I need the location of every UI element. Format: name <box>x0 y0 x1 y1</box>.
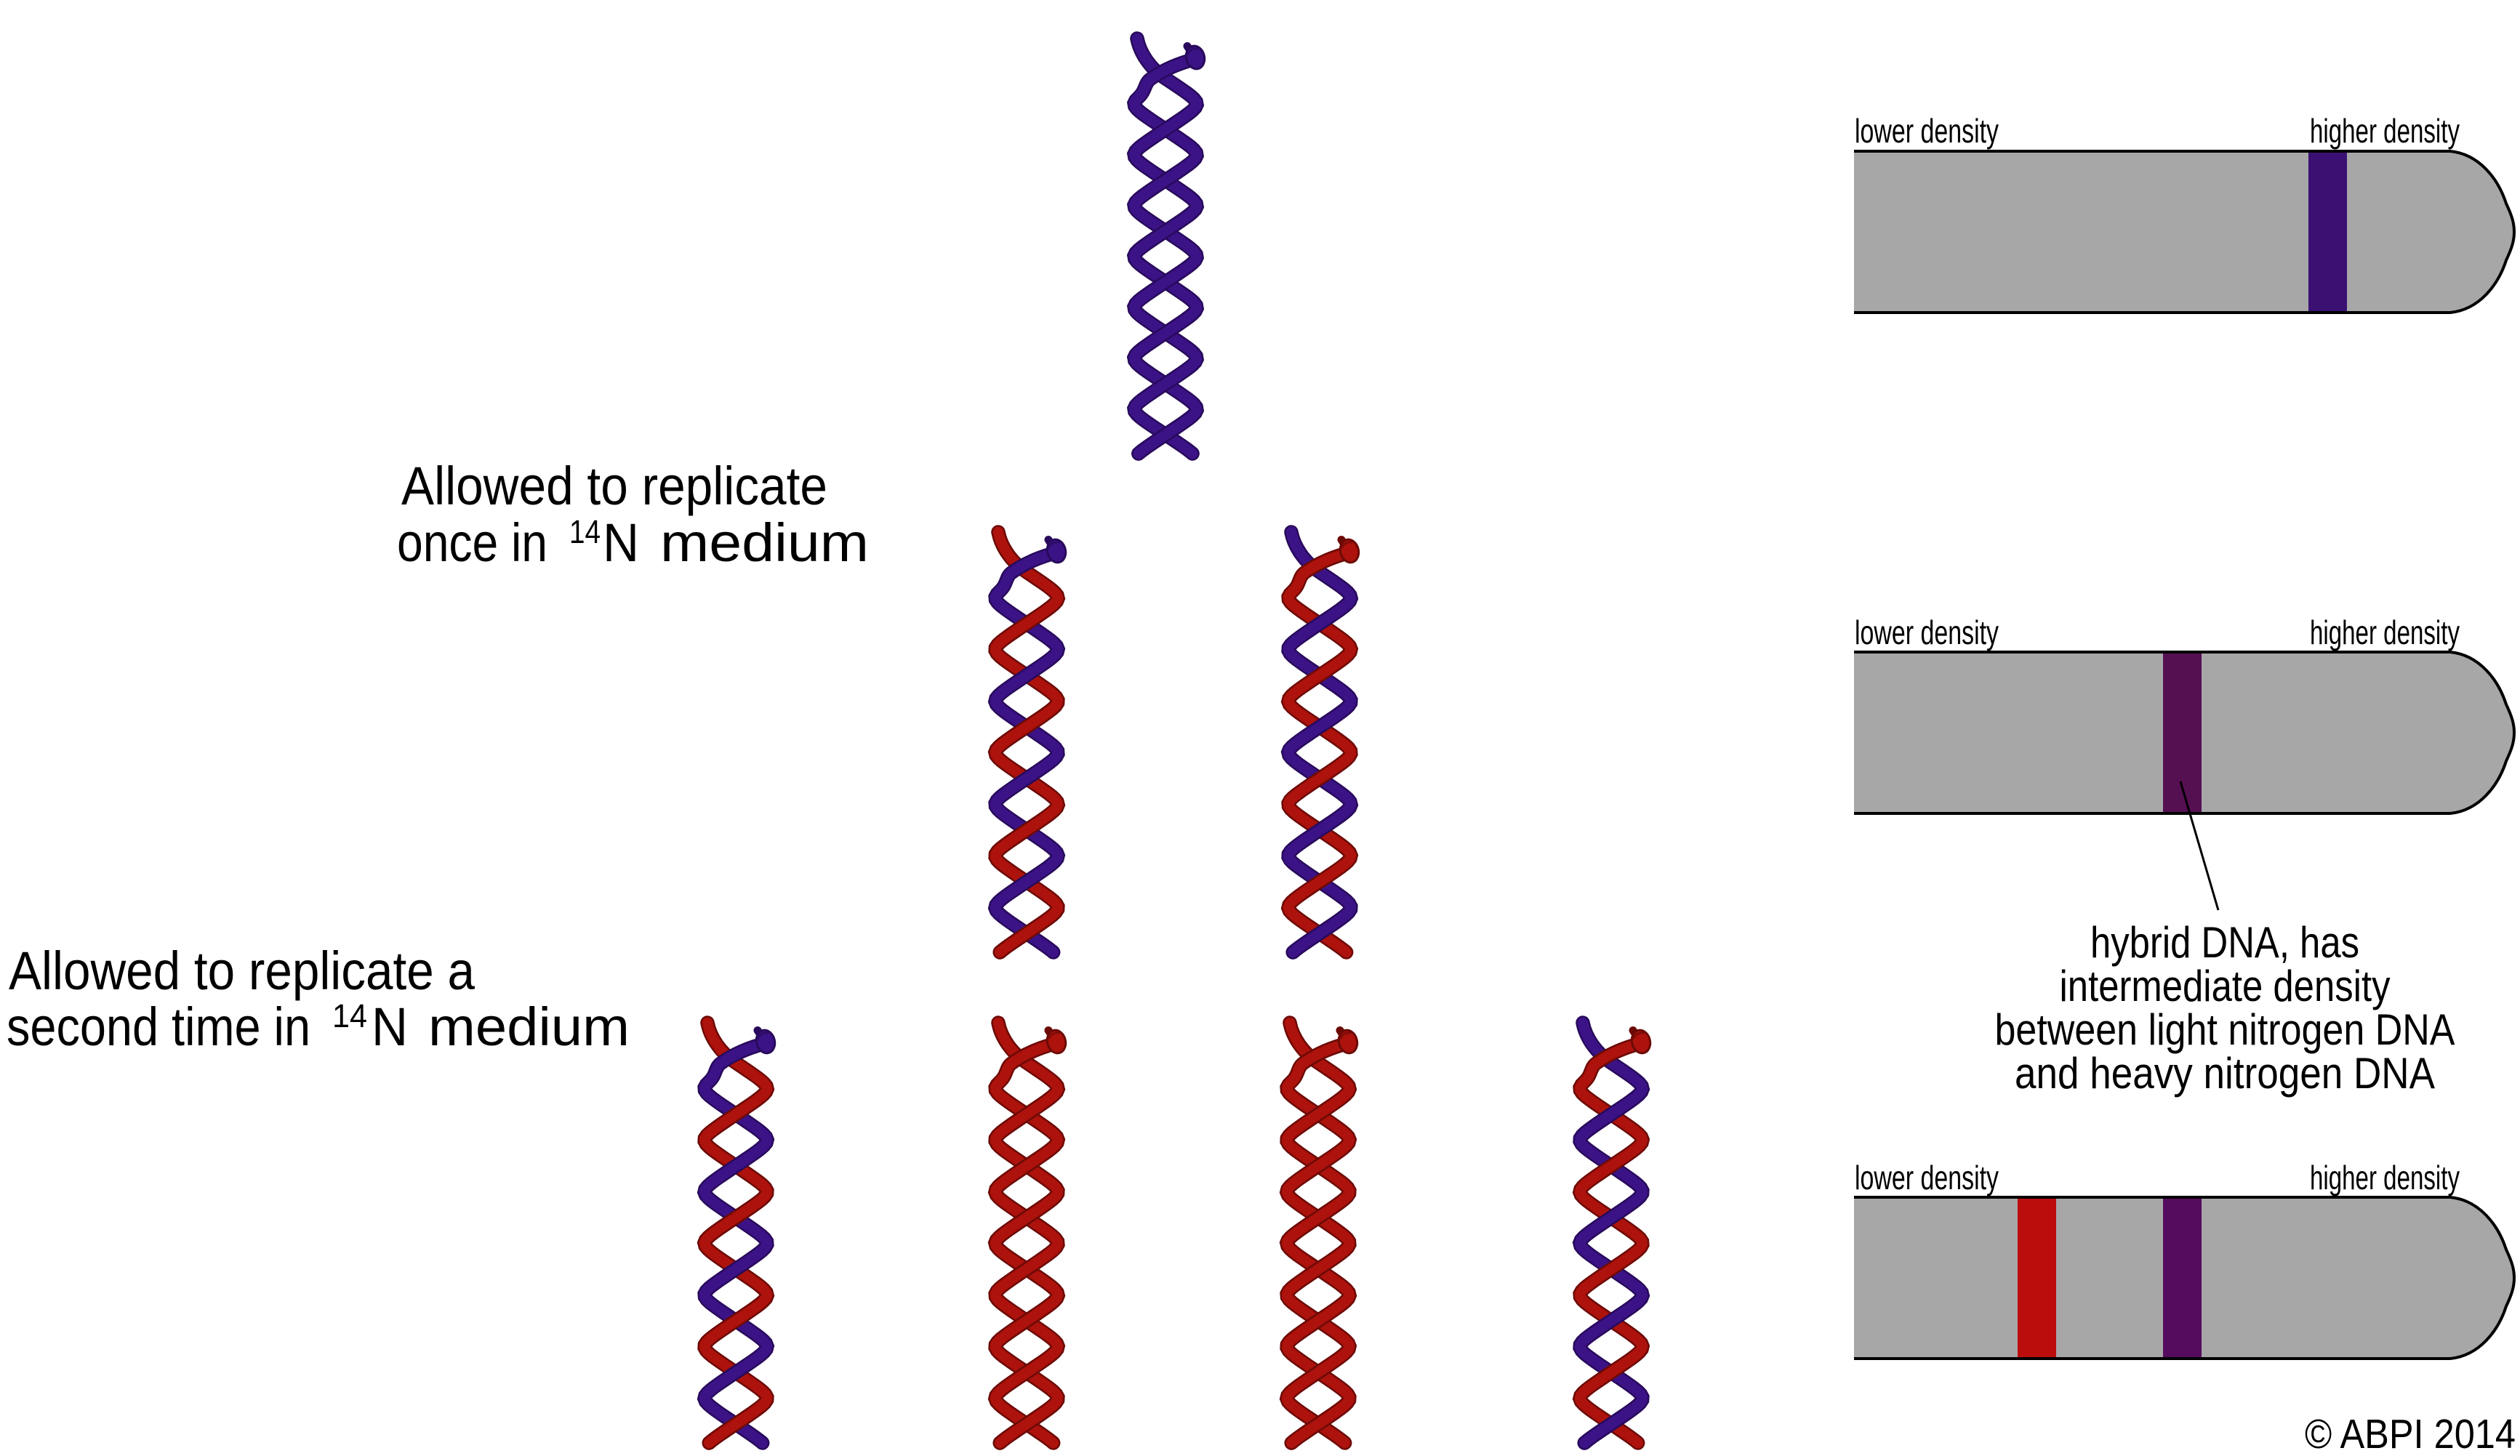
svg-text:higher density: higher density <box>2310 1159 2460 1196</box>
svg-text:lower density: lower density <box>1855 614 1999 651</box>
svg-text:intermediate density: intermediate density <box>2060 962 2391 1010</box>
svg-text:lower density: lower density <box>1855 1159 1999 1196</box>
svg-text:higher density: higher density <box>2310 112 2460 150</box>
svg-text:lower density: lower density <box>1855 112 1999 150</box>
svg-text:14: 14 <box>569 513 601 550</box>
svg-text:once in: once in <box>397 512 547 573</box>
svg-text:hybrid DNA, has: hybrid DNA, has <box>2090 918 2359 967</box>
svg-text:higher density: higher density <box>2310 614 2460 651</box>
svg-text:© ABPI 2014: © ABPI 2014 <box>2305 1411 2516 1456</box>
svg-text:Allowed to replicate a: Allowed to replicate a <box>9 941 475 1001</box>
svg-text:and heavy nitrogen DNA: and heavy nitrogen DNA <box>2015 1049 2435 1098</box>
svg-text:second time in: second time in <box>7 997 310 1057</box>
svg-text:N: N <box>372 997 408 1057</box>
svg-text:medium: medium <box>660 512 869 573</box>
svg-text:between light nitrogen DNA: between light nitrogen DNA <box>1995 1005 2455 1054</box>
svg-text:Allowed to replicate: Allowed to replicate <box>401 456 827 516</box>
svg-text:N: N <box>603 512 639 573</box>
svg-text:medium: medium <box>428 997 630 1057</box>
svg-text:14: 14 <box>332 997 367 1034</box>
